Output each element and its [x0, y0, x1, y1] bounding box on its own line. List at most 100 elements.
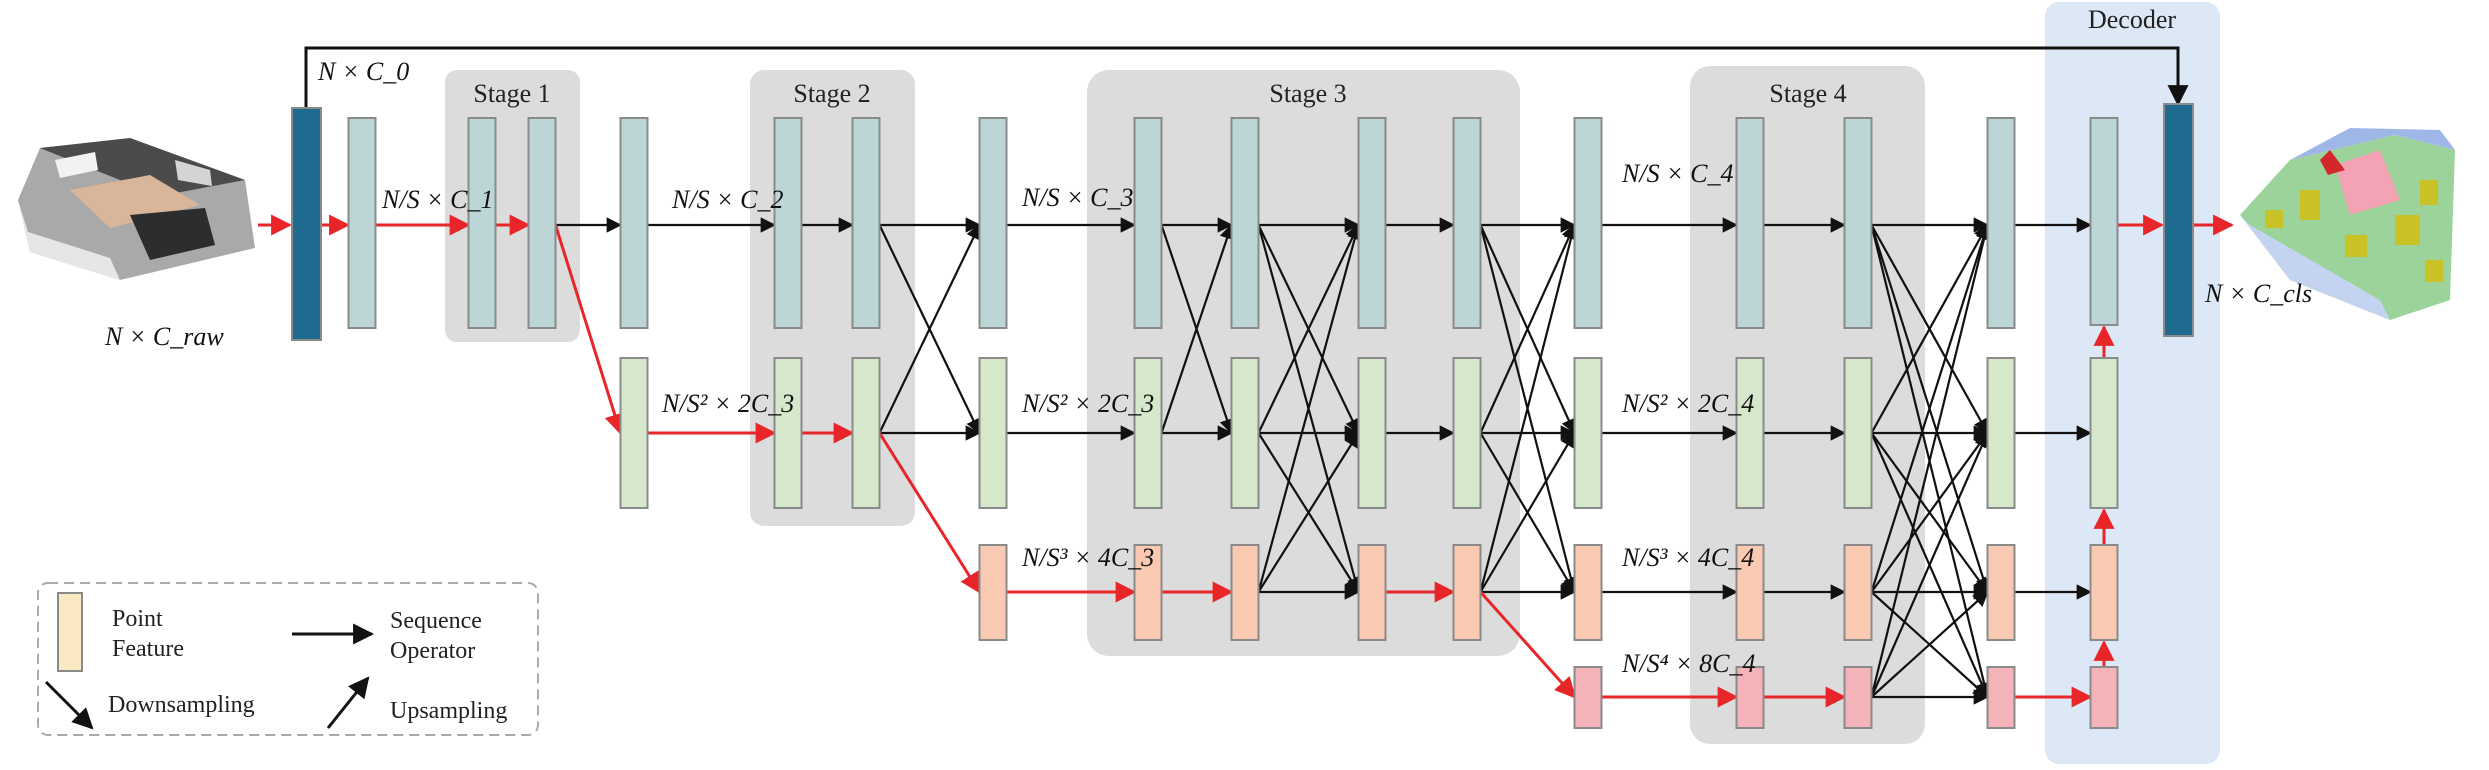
edge-41 — [1479, 431, 1576, 593]
edge-29 — [1257, 431, 1360, 593]
feature-block-u2-r4 — [2089, 666, 2119, 729]
dim-label-c4a: N/S × C_4 — [1621, 159, 1733, 188]
feature-block-s3c-r1 — [1357, 117, 1387, 329]
feature-block-input-embedding — [291, 107, 322, 341]
dim-label-c1: N/S × C_1 — [381, 185, 493, 214]
feature-block-s4b-r3 — [1843, 544, 1873, 641]
feature-block-u2-r1 — [2089, 117, 2119, 326]
feature-block-u1-r4 — [1986, 666, 2016, 729]
feature-block-s4b-r1 — [1843, 117, 1873, 329]
dim-label-c3b: N/S² × 2C_3 — [1021, 389, 1154, 418]
legend: Point Feature Sequence Operator Downsamp… — [37, 582, 539, 736]
edge-19 — [1160, 223, 1235, 434]
stage1-title: Stage 1 — [473, 79, 550, 108]
feature-block-s4b-r4 — [1843, 666, 1873, 729]
feature-block-s2b-r1 — [851, 117, 881, 329]
feature-block-output-head — [2163, 103, 2194, 337]
output-label: N × C_cls — [2204, 279, 2312, 308]
edge-11 — [878, 223, 981, 434]
feature-block-c4-r2 — [1573, 357, 1603, 509]
legend-point-feature-line2: Feature — [112, 636, 184, 662]
dim-label-c2: N/S × C_2 — [671, 185, 783, 214]
feature-block-s4a-r4 — [1735, 666, 1765, 729]
legend-sequence-line2: Operator — [390, 638, 475, 664]
feature-block-s4a-r1 — [1735, 117, 1765, 329]
feature-block-s3d-r1 — [1452, 117, 1482, 329]
decoder-title: Decoder — [2088, 5, 2176, 34]
feature-block-c1-r1 — [347, 117, 377, 329]
dim-label-c4c: N/S³ × 4C_4 — [1621, 543, 1754, 572]
feature-block-s4a-r2 — [1735, 357, 1765, 509]
feature-block-c2-r1 — [619, 117, 649, 329]
edge-37 — [1479, 223, 1576, 434]
legend-upsampling-arrow — [326, 676, 370, 729]
feature-block-s3a-r1 — [1133, 117, 1163, 329]
feature-block-s1b-r1 — [527, 117, 557, 329]
edges — [258, 214, 2235, 708]
feature-block-c4-r3 — [1573, 544, 1603, 641]
edge-64 — [1870, 223, 1992, 698]
feature-block-c2-r2 — [619, 357, 649, 509]
edge-66 — [1870, 590, 1989, 698]
feature-block-c4-r4 — [1573, 666, 1603, 729]
stage4-title: Stage 4 — [1769, 79, 1846, 108]
feature-block-c4-r1 — [1573, 117, 1603, 329]
legend-point-feature-line1: Point — [112, 606, 163, 632]
feature-block-s3a-r3 — [1133, 544, 1163, 641]
dim-label-c4d: N/S⁴ × 8C_4 — [1621, 649, 1756, 678]
feature-block-s2a-r2 — [773, 357, 803, 509]
output-point-cloud — [2240, 128, 2455, 320]
edge-25 — [1257, 223, 1360, 434]
feature-block-u2-r2 — [2089, 357, 2119, 509]
input-label: N × C_raw — [104, 322, 224, 351]
feature-block-c3-r3 — [978, 544, 1008, 641]
feature-block-u1-r2 — [1986, 357, 2016, 509]
feature-block-s2a-r1 — [773, 117, 803, 329]
feature-block-s3b-r3 — [1230, 544, 1260, 641]
feature-blocks — [291, 103, 2194, 729]
skip-connection-arrow — [304, 46, 2189, 108]
edge-56 — [1870, 223, 1989, 434]
edge-65 — [1870, 431, 1989, 698]
feature-block-s3b-r1 — [1230, 117, 1260, 329]
stage3-title: Stage 3 — [1269, 79, 1346, 108]
feature-block-s3a-r2 — [1133, 357, 1163, 509]
feature-block-s3b-r2 — [1230, 357, 1260, 509]
stage3-box — [1087, 70, 1520, 656]
skip-label: N × C_0 — [317, 57, 409, 86]
dim-label-c3a: N/S × C_3 — [1021, 183, 1133, 212]
edge-43 — [1479, 590, 1576, 699]
stage-backgrounds — [445, 2, 2220, 764]
feature-block-s4b-r2 — [1843, 357, 1873, 509]
edge-61 — [1870, 431, 1989, 593]
edge-13 — [878, 432, 981, 594]
stage2-title: Stage 2 — [793, 79, 870, 108]
feature-block-u2-r3 — [2089, 544, 2119, 641]
edge-60 — [1870, 223, 1991, 593]
legend-downsampling-label: Downsampling — [108, 692, 255, 718]
legend-box — [37, 582, 539, 736]
feature-block-s3d-r3 — [1452, 544, 1482, 641]
feature-block-c3-r1 — [978, 117, 1008, 329]
edge-4 — [554, 224, 625, 436]
legend-upsampling-label: Upsampling — [390, 698, 507, 724]
feature-block-s3c-r2 — [1357, 357, 1387, 509]
edge-40 — [1479, 223, 1579, 593]
feature-block-c3-r2 — [978, 357, 1008, 509]
dim-label-c4b: N/S² × 2C_4 — [1621, 389, 1754, 418]
input-point-cloud — [18, 138, 255, 280]
feature-block-u1-r1 — [1986, 117, 2016, 329]
feature-block-s3c-r3 — [1357, 544, 1387, 641]
dim-label-c3c: N/S³ × 4C_3 — [1021, 543, 1154, 572]
feature-block-s4a-r3 — [1735, 544, 1765, 641]
dim-label-c2b: N/S² × 2C_3 — [661, 389, 794, 418]
feature-block-s3d-r2 — [1452, 357, 1482, 509]
feature-block-s1a-r1 — [467, 117, 497, 329]
feature-block-u1-r3 — [1986, 544, 2016, 641]
feature-dimension-labels: N/S × C_1 N/S × C_2 N/S² × 2C_3 N/S × C_… — [381, 159, 1756, 678]
legend-point-feature-swatch — [57, 592, 83, 672]
legend-downsampling-arrow — [44, 680, 94, 730]
feature-block-s2b-r2 — [851, 357, 881, 509]
legend-sequence-line1: Sequence — [390, 608, 482, 634]
